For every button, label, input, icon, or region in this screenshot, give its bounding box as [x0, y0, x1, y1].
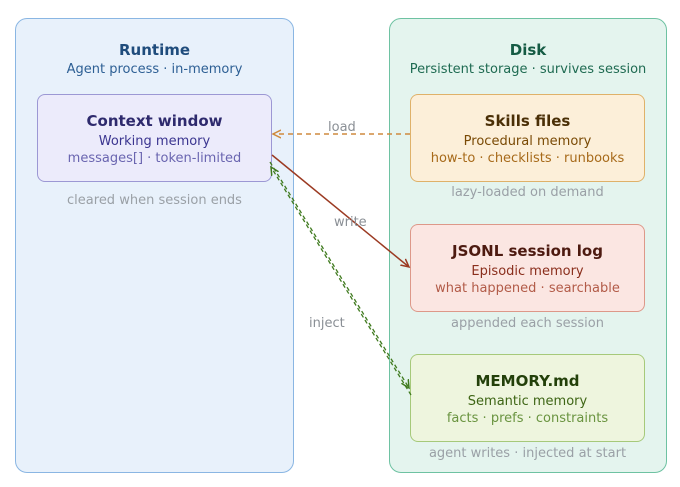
context-window-box: Context window Working memory messages[]…: [37, 94, 272, 182]
jsonl-log-title: JSONL session log: [452, 242, 603, 260]
skills-files-caption: lazy-loaded on demand: [451, 185, 604, 200]
jsonl-log-caption: appended each session: [451, 316, 604, 331]
skills-files-box: Skills files Procedural memory how-to · …: [410, 94, 645, 182]
skills-files-detail: how-to · checklists · runbooks: [430, 151, 625, 166]
disk-title: Disk: [509, 41, 547, 59]
disk-subtitle: Persistent storage · survives session: [409, 62, 647, 77]
runtime-title: Runtime: [118, 41, 191, 59]
write-arrow: [271, 154, 409, 267]
jsonl-log-subtitle: Episodic memory: [471, 264, 584, 279]
memory-md-detail: facts · prefs · constraints: [446, 411, 609, 426]
context-window-title: Context window: [86, 112, 223, 130]
runtime-subtitle: Agent process · in-memory: [66, 62, 243, 77]
memory-md-subtitle: Semantic memory: [467, 394, 588, 409]
context-window-detail: messages[] · token-limited: [67, 151, 242, 166]
load-label: load: [328, 120, 356, 135]
context-window-caption: cleared when session ends: [67, 193, 242, 208]
write-memory-arrow: [269, 161, 409, 388]
skills-files-subtitle: Procedural memory: [463, 134, 592, 149]
runtime-panel: Runtime Agent process · in-memory: [15, 18, 294, 473]
write-label: write: [334, 215, 367, 230]
inject-arrow: [271, 167, 412, 396]
jsonl-log-detail: what happened · searchable: [435, 281, 620, 296]
memory-md-caption: agent writes · injected at start: [428, 446, 627, 461]
skills-files-title: Skills files: [484, 112, 571, 130]
memory-md-title: MEMORY.md: [475, 372, 580, 390]
inject-label: inject: [309, 316, 345, 331]
jsonl-log-box: JSONL session log Episodic memory what h…: [410, 224, 645, 312]
memory-md-box: MEMORY.md Semantic memory facts · prefs …: [410, 354, 645, 442]
context-window-subtitle: Working memory: [98, 134, 211, 149]
